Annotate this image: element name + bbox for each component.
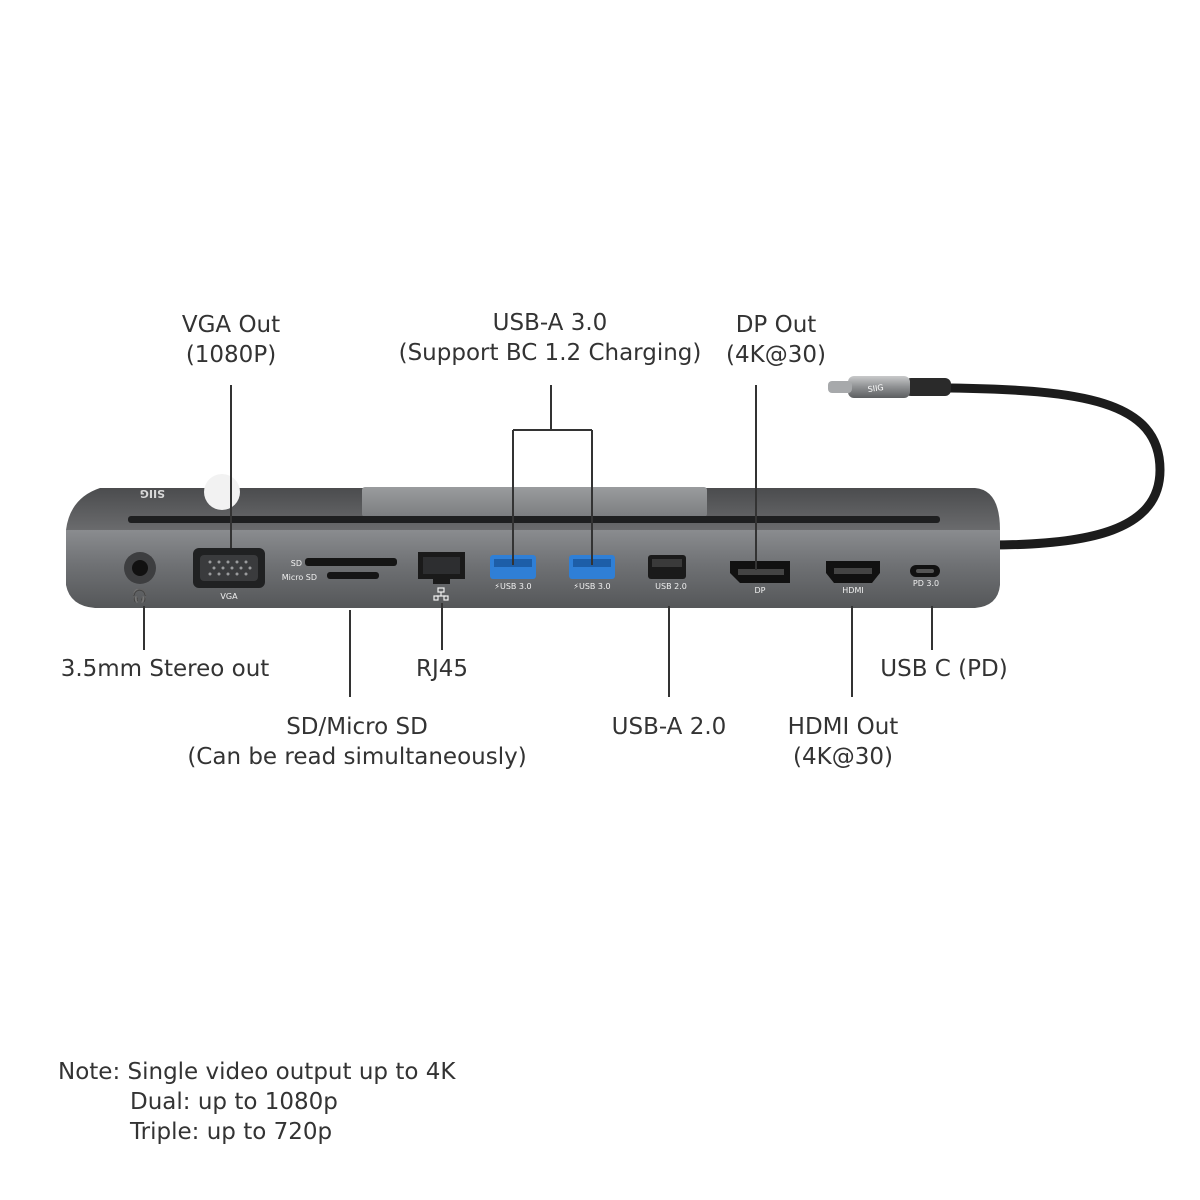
usb20-port-label: USB 2.0 [655,582,687,591]
cable-strain-relief [905,378,951,396]
usb-a-20-callout-title: USB-A 2.0 [611,714,727,740]
vga-callout: VGA Out (1080P) [151,310,311,370]
vga-callout-detail: (1080P) [185,342,277,368]
vga-port-label: VGA [220,592,238,601]
network-icon [433,587,449,601]
dock-top-groove [128,516,940,523]
note-line-1: Note: Single video output up to 4K [58,1059,456,1085]
headphone-icon: 🎧 [132,588,148,604]
usb-a-30-callout-title: USB-A 3.0 [492,310,608,336]
callout-lines [143,385,933,697]
dp-port-tongue [738,569,784,575]
dp-callout-title: DP Out [735,312,817,338]
plug-brand-text: SIIG [867,383,884,394]
usb-c-callout-title: USB C (PD) [880,656,1008,682]
rj45-callout-title: RJ45 [415,656,469,682]
hdmi-callout: HDMI Out (4K@30) [768,712,918,772]
usb-a-20-callout: USB-A 2.0 [594,712,744,742]
sd-callout-detail: (Can be read simultaneously) [187,744,527,770]
usb-c-cable [945,383,1165,550]
rj45-port-inner [423,557,460,574]
usb20-port-tongue [652,559,682,567]
hdmi-port-tongue [834,568,872,574]
usb-c-plug [848,376,910,398]
hdmi-callout-detail: (4K@30) [793,744,893,770]
vga-pins [208,560,252,576]
usb-c-pd-port-label: PD 3.0 [913,579,939,588]
hdmi-port-label: HDMI [842,586,863,595]
video-output-note: Note: Single video output up to 4K Dual:… [58,1057,455,1147]
micro-sd-slot [327,572,379,579]
vga-port-inner [200,555,258,581]
dock-top-pad [362,487,707,517]
vga-callout-title: VGA Out [181,312,281,338]
usb-c-pd-port-tongue [916,569,934,573]
note-line-3: Triple: up to 720p [130,1119,333,1145]
audio-jack-port [132,560,148,576]
note-line-2: Dual: up to 1080p [130,1089,338,1115]
usb-c-plug-tip [828,381,852,393]
dp-port-label: DP [755,586,766,595]
sd-slot [305,558,397,566]
micro-sd-slot-label: Micro SD [282,573,317,582]
hdmi-callout-title: HDMI Out [787,714,899,740]
stereo-callout: 3.5mm Stereo out [40,654,290,684]
dp-callout-detail: (4K@30) [726,342,826,368]
stereo-callout-title: 3.5mm Stereo out [60,656,270,682]
sd-slot-label: SD [291,559,302,568]
brand-logo-icon [204,474,240,510]
brand-text: SIIG [140,487,165,500]
usb-c-callout: USB C (PD) [864,654,1024,684]
usb-a-30-callout-detail: (Support BC 1.2 Charging) [398,340,702,366]
usb30-port-1-label: ⚡USB 3.0 [494,582,531,591]
usb-a-30-callout: USB-A 3.0 (Support BC 1.2 Charging) [380,308,720,368]
usb30-port-2-label: ⚡USB 3.0 [573,582,610,591]
rj45-callout: RJ45 [392,654,492,684]
dp-callout: DP Out (4K@30) [696,310,856,370]
sd-callout-title: SD/Micro SD [286,714,428,740]
sd-callout: SD/Micro SD (Can be read simultaneously) [172,712,542,772]
